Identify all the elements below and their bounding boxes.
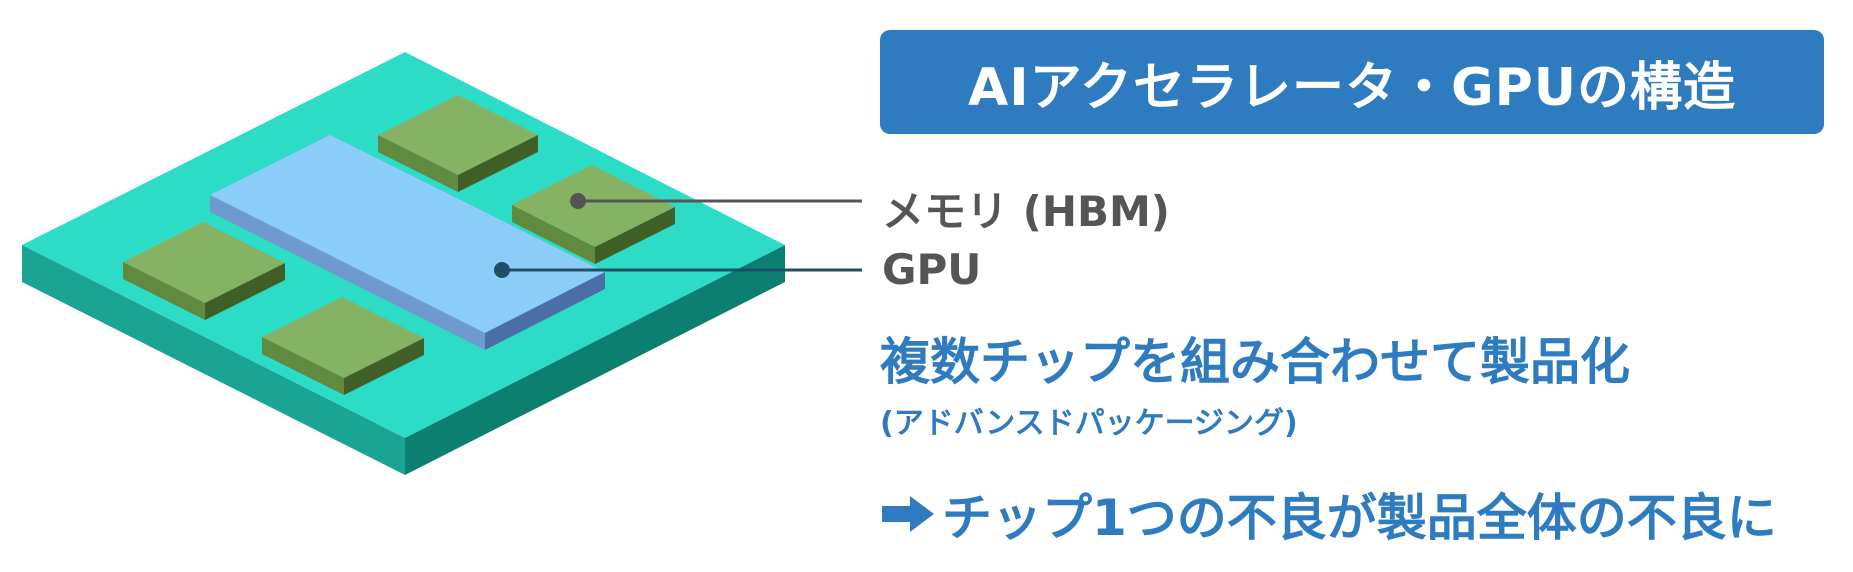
gpu-die (210, 135, 605, 350)
hbm-chip-left (123, 222, 285, 320)
leader-line-gpu (494, 262, 862, 278)
gpu-label: GPU (882, 245, 982, 294)
packaging-subnote: (アドバンスドパッケージング) (880, 406, 1298, 441)
diagram-title: AIアクセラレータ・GPUの構造 (967, 57, 1736, 118)
leader-line-hbm (570, 193, 862, 209)
right-arrow-icon (882, 496, 934, 532)
memory-label: メモリ (HBM) (882, 187, 1170, 236)
defect-note: チップ1つの不良が製品全体の不良に (880, 478, 1777, 550)
hbm-chip-right (512, 165, 675, 264)
packaging-note: 複数チップを組み合わせて製品化 (880, 333, 1630, 391)
hbm-chip-top (378, 95, 538, 192)
hbm-chip-bottom (262, 297, 424, 395)
substrate-right-face (405, 245, 785, 475)
substrate-left-face (22, 245, 405, 475)
defect-note-text: チップ1つの不良が製品全体の不良に (942, 489, 1777, 547)
title-banner: AIアクセラレータ・GPUの構造 (880, 30, 1824, 134)
